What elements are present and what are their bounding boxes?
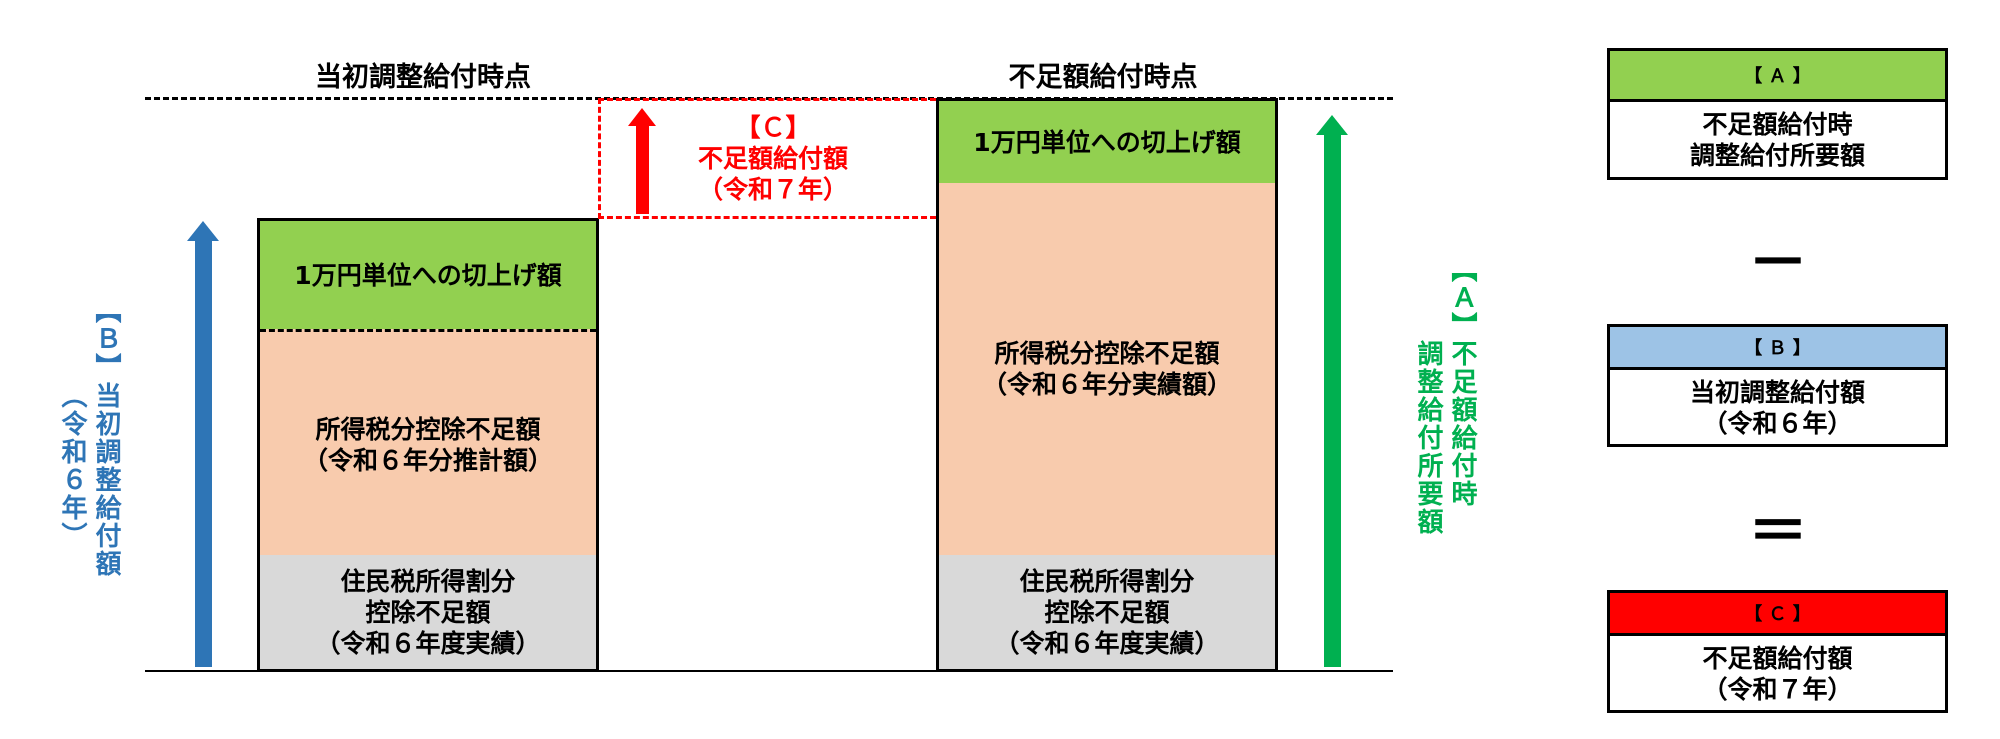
arrow-a-head [1316, 115, 1348, 135]
arrow-b-head [187, 221, 219, 241]
arrow-c-head [628, 108, 656, 126]
legend-b-body: 当初調整給付額 （令和６年） [1689, 378, 1865, 438]
left-stacked-column: 1万円単位への切上げ額 所得税分控除不足額 （令和６年分推計額） 住民税所得割分… [257, 218, 599, 672]
legend-b-tag: 【 Ｂ 】 [1610, 327, 1945, 370]
arrow-b-shaft [195, 240, 212, 667]
legend-a-body: 不足額給付時 調整給付所要額 [1689, 110, 1865, 170]
legend-a-tag: 【 Ａ 】 [1610, 51, 1945, 102]
label-a-text-1: 不足額給付時 [1447, 340, 1477, 508]
left-roundup-segment: 1万円単位への切上げ額 [260, 221, 596, 329]
label-b-sub: （令和６年） [57, 382, 87, 550]
legend-minus-sign: － [1748, 228, 1808, 298]
header-initial-payment: 当初調整給付時点 [315, 62, 531, 93]
label-b-text: 当初調整給付額 [91, 382, 121, 578]
legend-equals-sign: ＝ [1748, 497, 1808, 567]
legend-a: 【 Ａ 】 不足額給付時 調整給付所要額 [1607, 48, 1948, 180]
baseline [145, 670, 1393, 672]
left-income-tax-segment: 所得税分控除不足額 （令和６年分推計額） [260, 329, 596, 561]
right-stacked-column: 1万円単位への切上げ額 所得税分控除不足額 （令和６年分実績額） 住民税所得割分… [936, 98, 1278, 672]
shortfall-dashed-box [598, 98, 936, 219]
arrow-c-shaft [636, 125, 649, 214]
legend-c-tag: 【 Ｃ 】 [1610, 593, 1945, 636]
right-resident-tax-segment: 住民税所得割分 控除不足額 （令和６年度実績） [939, 555, 1275, 669]
label-c: 【Ｃ】 不足額給付額 （令和７年） [668, 112, 878, 205]
arrow-a-shaft [1324, 134, 1341, 667]
label-b-tag: 【Ｂ】 [91, 297, 121, 381]
label-c-tag: 【Ｃ】 [735, 113, 811, 142]
legend-c: 【 Ｃ 】 不足額給付額 （令和７年） [1607, 590, 1948, 713]
right-roundup-segment: 1万円単位への切上げ額 [939, 101, 1275, 185]
right-income-tax-segment: 所得税分控除不足額 （令和６年分実績額） [939, 183, 1275, 557]
label-a-tag: 【Ａ】 [1447, 256, 1477, 340]
legend-c-body: 不足額給付額 （令和７年） [1702, 644, 1853, 704]
label-c-text: 不足額給付額 [697, 144, 848, 173]
label-a-text-2: 調整給付所要額 [1413, 340, 1443, 536]
header-shortfall-payment: 不足額給付時点 [1008, 62, 1198, 93]
left-resident-tax-segment: 住民税所得割分 控除不足額 （令和６年度実績） [260, 555, 596, 669]
label-c-sub: （令和７年） [697, 175, 848, 204]
legend-b: 【 Ｂ 】 当初調整給付額 （令和６年） [1607, 324, 1948, 447]
